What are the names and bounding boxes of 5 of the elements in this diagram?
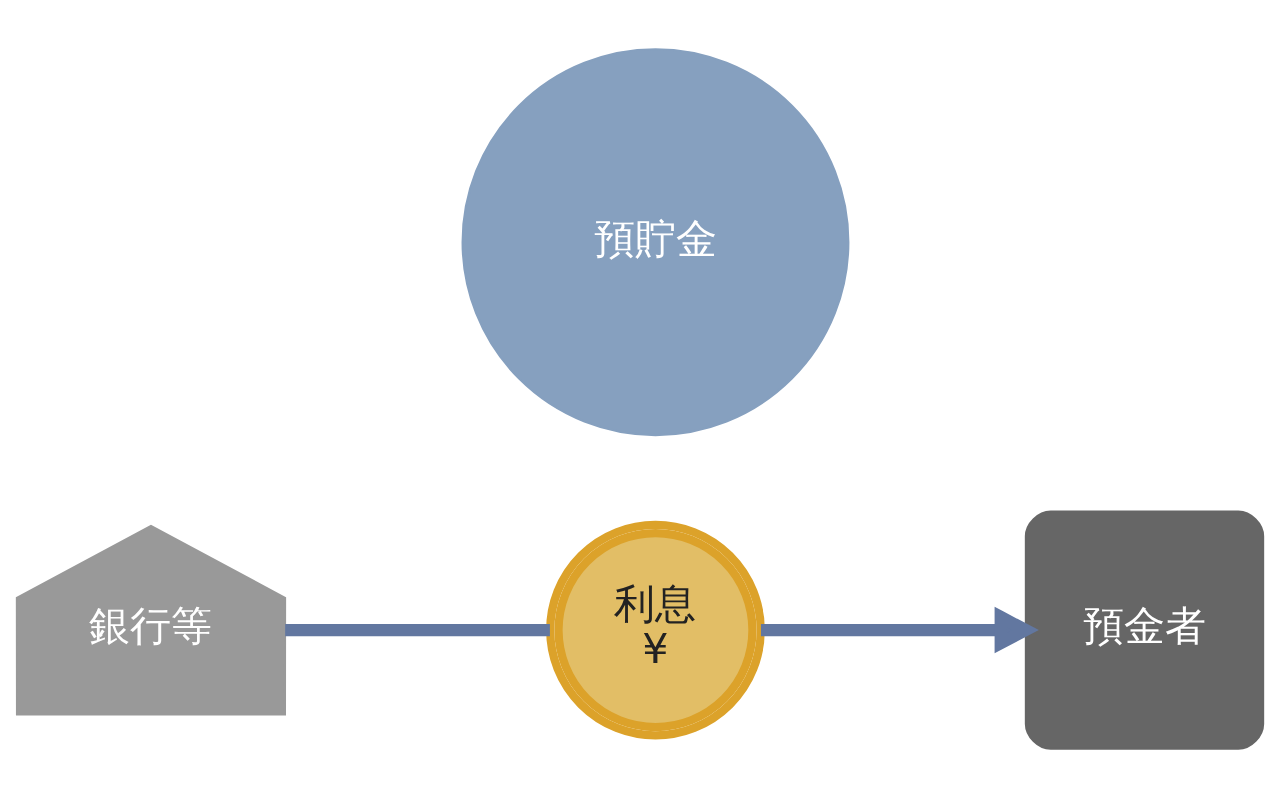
node-circle: 預貯金 [461, 48, 850, 437]
node-circle: 利息 ¥ [546, 520, 765, 740]
node-box: 預金者 [1024, 510, 1265, 750]
connector [285, 623, 550, 637]
arrow [761, 606, 1039, 654]
